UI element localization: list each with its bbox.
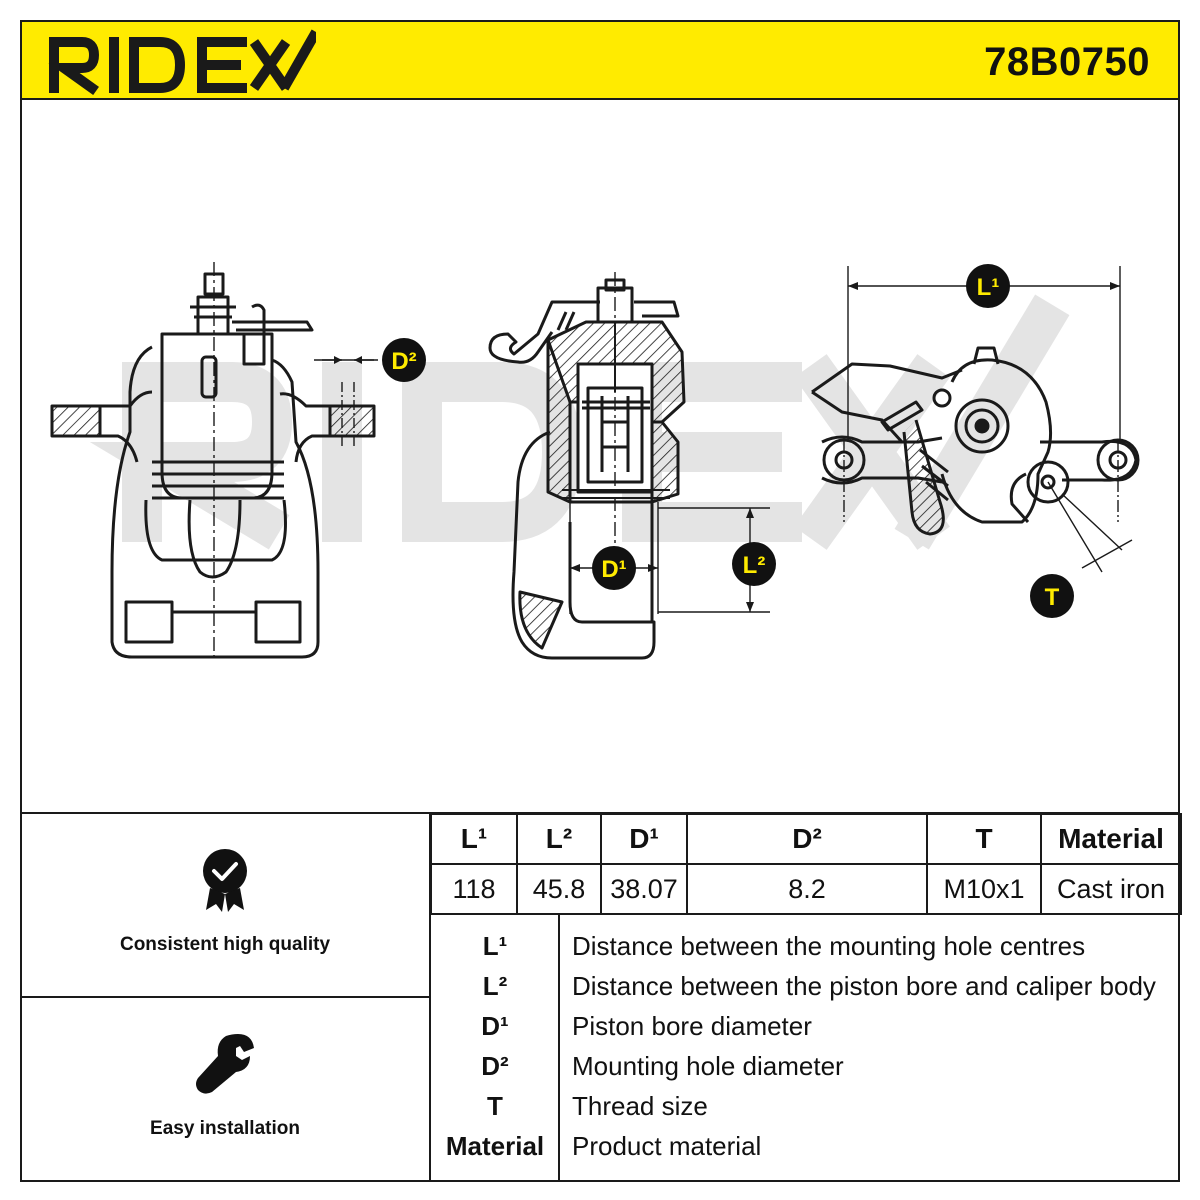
caliper-drawing: D² — [22, 102, 1178, 812]
legend-key: T — [487, 1091, 503, 1121]
legend-desc: Thread size — [572, 1091, 708, 1121]
spec-value-t: M10x1 — [926, 863, 1042, 915]
legend-row: L² Distance between the piston bore and … — [430, 967, 1180, 1007]
l2-label: L² — [743, 552, 766, 579]
spec-value-row: 118 45.8 38.07 8.2 M10x1 Cast iron — [430, 863, 1182, 915]
legend-key: L¹ — [482, 931, 508, 961]
legend-key: L² — [482, 971, 508, 1001]
ridex-logo — [48, 29, 316, 95]
spec-header-d1: D¹ — [600, 813, 688, 865]
feature-installation: Easy installation — [22, 1030, 428, 1140]
caliper-rear-view — [811, 346, 1140, 536]
spec-table: L¹ L² D¹ D² T Material 118 45.8 38.07 8.… — [430, 813, 1182, 915]
legend-row: L¹ Distance between the mounting hole ce… — [430, 927, 1180, 967]
spec-value-d2: 8.2 — [686, 863, 928, 915]
t-badge — [1030, 574, 1074, 618]
drawing-divider — [20, 812, 1180, 814]
header-bar: 78B0750 — [20, 20, 1180, 100]
quality-badge-icon — [203, 849, 247, 912]
d1-l2-dimension — [569, 272, 770, 614]
legend-desc: Product material — [572, 1131, 762, 1161]
legend-desc: Distance between the piston bore and cal… — [572, 971, 1156, 1001]
legend-desc: Distance between the mounting hole centr… — [572, 931, 1086, 961]
feature-installation-label: Easy installation — [150, 1118, 300, 1139]
wrench-icon — [196, 1034, 254, 1094]
l1-badge — [966, 264, 1010, 308]
t-label: T — [1045, 584, 1060, 611]
spec-value-material: Cast iron — [1040, 863, 1182, 915]
legend-row: T Thread size — [430, 1087, 1180, 1127]
legend-row: D¹ Piston bore diameter — [430, 1007, 1180, 1047]
spec-header-d2: D² — [686, 813, 928, 865]
legend-desc: Mounting hole diameter — [572, 1051, 844, 1081]
spec-value-l1: 118 — [430, 863, 518, 915]
l1-label: L¹ — [977, 274, 1000, 301]
spec-header-l1: L¹ — [430, 813, 518, 865]
spec-header-material: Material — [1040, 813, 1182, 865]
d1-badge — [592, 546, 636, 590]
d2-badge — [382, 338, 426, 382]
legend-key: Material — [445, 1131, 545, 1161]
spec-value-l2: 45.8 — [516, 863, 602, 915]
legend-divider — [558, 915, 560, 1182]
spec-header-row: L¹ L² D¹ D² T Material — [430, 813, 1182, 865]
part-number: 78B0750 — [984, 40, 1150, 84]
dimension-legend: L¹ Distance between the mounting hole ce… — [430, 915, 1180, 1182]
legend-key: D² — [481, 1051, 509, 1081]
spec-header-l2: L² — [516, 813, 602, 865]
legend-row: Material Product material — [430, 1127, 1180, 1167]
l2-badge — [732, 542, 776, 586]
caliper-drawing-svg: D² — [50, 262, 1140, 662]
spec-header-t: T — [926, 813, 1042, 865]
features-divider — [429, 812, 431, 1182]
feature-split — [20, 996, 430, 998]
d1-label: D¹ — [601, 556, 626, 583]
caliper-section-view — [488, 278, 686, 660]
legend-key: D¹ — [481, 1011, 509, 1041]
feature-quality-label: Consistent high quality — [119, 934, 331, 955]
feature-quality: Consistent high quality — [22, 846, 428, 956]
caliper-front-view — [50, 272, 376, 659]
legend-desc: Piston bore diameter — [572, 1011, 812, 1041]
d2-label: D² — [391, 348, 416, 375]
spec-value-d1: 38.07 — [600, 863, 688, 915]
l1-t-dimension — [843, 266, 1133, 573]
legend-row: D² Mounting hole diameter — [430, 1047, 1180, 1087]
